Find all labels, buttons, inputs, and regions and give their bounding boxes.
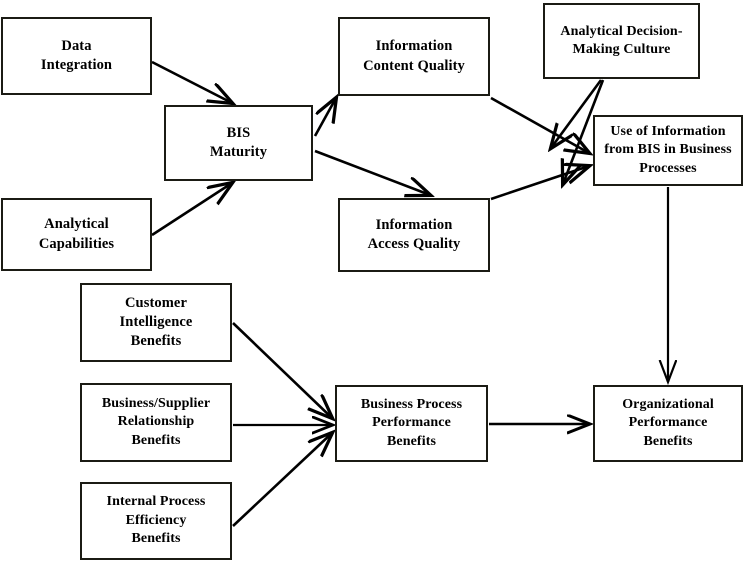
edge-bis-maturity-to-information-access-quality <box>314 149 430 195</box>
node-label-internal-process-efficiency-benefits: Internal Process Efficiency Benefits <box>106 494 206 547</box>
node-business-supplier-relationship-benefits[interactable]: Business/Supplier Relationship Benefits <box>80 383 232 462</box>
edge-information-access-quality-to-use-of-information <box>490 166 589 201</box>
node-business-process-performance-benefits[interactable]: Business Process Performance Benefits <box>335 385 488 462</box>
node-label-analytical-decision-making-culture: Analytical Decision- Making Culture <box>560 23 683 57</box>
edge-bis-maturity-to-icq-upper-segment <box>315 99 447 136</box>
edge-information-content-quality-to-use-of-information <box>490 96 589 153</box>
node-label-data-integration: Data Integration <box>40 37 113 73</box>
node-label-use-of-information: Use of Information from BIS in Business … <box>604 123 732 176</box>
node-use-of-information[interactable]: Use of Information from BIS in Business … <box>593 115 743 186</box>
edge-data-integration-to-bis-maturity <box>151 60 232 103</box>
node-bis-maturity[interactable]: BIS Maturity <box>164 105 313 181</box>
edge-culture-to-information-access-junction <box>563 79 605 184</box>
node-customer-intelligence-benefits[interactable]: Customer Intelligence Benefits <box>80 283 232 362</box>
edge-bis-maturity-to-information-content-quality <box>313 98 336 137</box>
edge-customer-intelligence-to-business-process-performance <box>232 322 332 418</box>
edge-analytical-capabilities-to-bis-maturity <box>151 183 232 237</box>
node-label-customer-intelligence-benefits: Customer Intelligence Benefits <box>119 294 193 350</box>
edge-internal-process-efficiency-to-business-process-performance <box>232 433 332 527</box>
node-label-organizational-performance-benefits: Organizational Performance Benefits <box>622 396 714 449</box>
node-organizational-performance-benefits[interactable]: Organizational Performance Benefits <box>593 385 743 462</box>
node-label-bis-maturity: BIS Maturity <box>209 124 268 160</box>
node-label-business-process-performance-benefits: Business Process Performance Benefits <box>360 396 463 449</box>
node-information-access-quality[interactable]: Information Access Quality <box>338 198 490 272</box>
node-data-integration[interactable]: Data Integration <box>1 17 152 95</box>
node-analytical-capabilities[interactable]: Analytical Capabilities <box>1 198 152 271</box>
node-information-content-quality[interactable]: Information Content Quality <box>338 17 490 96</box>
edge-culture-to-information-quality-junction <box>551 79 603 148</box>
node-label-analytical-capabilities: Analytical Capabilities <box>38 216 115 252</box>
node-label-information-access-quality: Information Access Quality <box>367 216 461 252</box>
node-analytical-decision-making-culture[interactable]: Analytical Decision- Making Culture <box>543 3 700 79</box>
node-internal-process-efficiency-benefits[interactable]: Internal Process Efficiency Benefits <box>80 482 232 560</box>
node-label-information-content-quality: Information Content Quality <box>363 38 465 74</box>
node-label-business-supplier-relationship-benefits: Business/Supplier Relationship Benefits <box>101 395 211 448</box>
